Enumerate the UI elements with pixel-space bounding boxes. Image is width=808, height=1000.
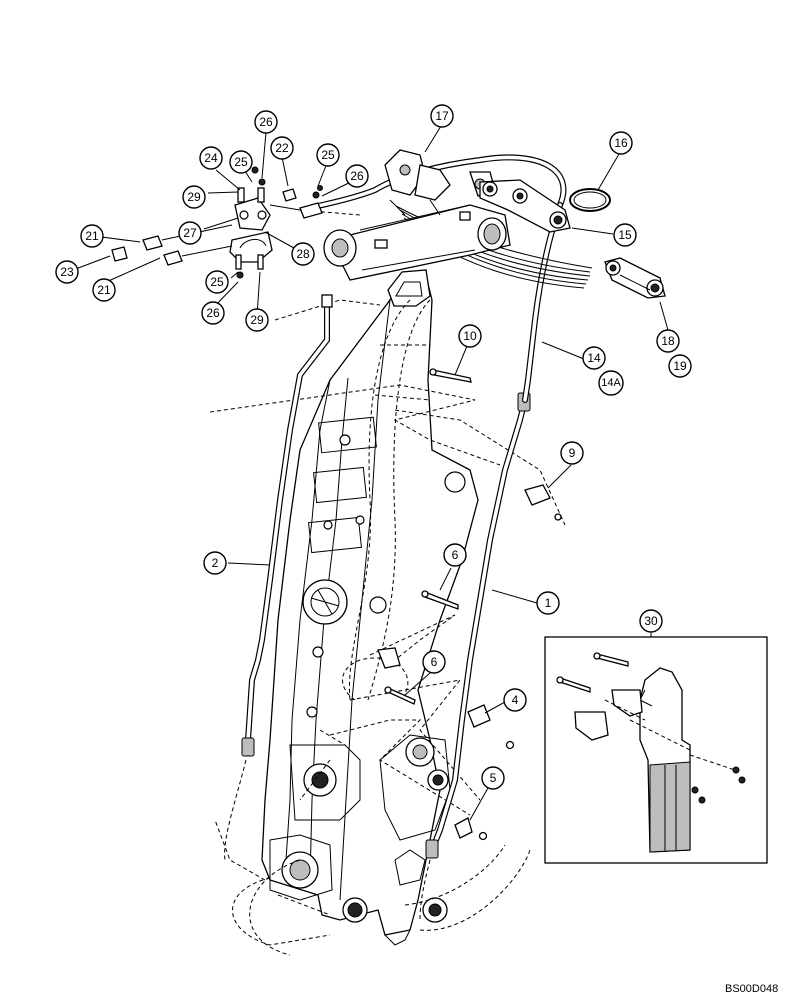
- callout-25c: 25: [205, 270, 229, 294]
- callout-19: 19: [668, 354, 692, 378]
- svg-text:17: 17: [435, 109, 449, 123]
- svg-text:24: 24: [204, 151, 218, 165]
- callout-30: 30: [639, 609, 663, 633]
- svg-text:10: 10: [463, 329, 477, 343]
- hydraulic-tube-2: [224, 294, 333, 861]
- svg-text:16: 16: [614, 136, 628, 150]
- callout-2: 2: [203, 551, 227, 575]
- callout-18: 18: [656, 329, 680, 353]
- svg-text:9: 9: [569, 446, 576, 460]
- callout-5: 5: [481, 766, 505, 790]
- cap-23: [111, 246, 128, 262]
- callout-27: 27: [178, 221, 202, 245]
- dipper-arm: [261, 269, 479, 946]
- svg-text:19: 19: [673, 359, 687, 373]
- callout-26c: 26: [201, 301, 225, 325]
- callout-22: 22: [270, 136, 294, 160]
- callout-16: 16: [609, 131, 633, 155]
- document-id: BS00D048: [725, 983, 779, 995]
- callout-26a: 26: [254, 110, 278, 134]
- svg-text:27: 27: [183, 226, 197, 240]
- svg-text:30: 30: [644, 614, 658, 628]
- svg-text:26: 26: [350, 169, 364, 183]
- phantom-linkage: [214, 299, 531, 956]
- callout-23: 23: [55, 260, 79, 284]
- adapter-21: [142, 224, 233, 266]
- callout-1: 1: [536, 591, 560, 615]
- svg-text:25: 25: [210, 275, 224, 289]
- clamp-assembly: [229, 166, 323, 279]
- callout-26b: 26: [345, 164, 369, 188]
- callout-25a: 25: [229, 150, 253, 174]
- svg-text:21: 21: [85, 229, 99, 243]
- callout-10: 10: [458, 324, 482, 348]
- svg-text:4: 4: [512, 693, 519, 707]
- svg-text:25: 25: [321, 148, 335, 162]
- callout-17: 17: [430, 104, 454, 128]
- svg-text:29: 29: [187, 190, 201, 204]
- link-15: [479, 179, 571, 233]
- svg-text:14A: 14A: [601, 377, 621, 389]
- callout-29b: 29: [245, 308, 269, 332]
- callout-4: 4: [503, 688, 527, 712]
- callout-14: 14: [582, 346, 606, 370]
- callout-14a: 14A: [598, 370, 624, 396]
- callout-9: 9: [560, 441, 584, 465]
- svg-text:23: 23: [60, 265, 74, 279]
- callout-28: 28: [291, 242, 315, 266]
- fasteners: [377, 368, 562, 841]
- svg-text:21: 21: [97, 283, 111, 297]
- svg-text:26: 26: [259, 115, 273, 129]
- svg-text:1: 1: [545, 596, 552, 610]
- svg-text:5: 5: [490, 771, 497, 785]
- detail-inset-30: [544, 636, 768, 864]
- svg-text:28: 28: [296, 247, 310, 261]
- callout-21a: 21: [80, 224, 104, 248]
- callout-6b: 6: [422, 650, 446, 674]
- upper-cylinder-end: [323, 204, 511, 281]
- svg-text:6: 6: [431, 655, 438, 669]
- svg-text:14: 14: [587, 351, 601, 365]
- svg-text:18: 18: [661, 334, 675, 348]
- svg-text:15: 15: [618, 228, 632, 242]
- svg-text:29: 29: [250, 313, 264, 327]
- callout-24: 24: [199, 146, 223, 170]
- svg-text:6: 6: [452, 548, 459, 562]
- tube-fitting: [241, 737, 255, 757]
- callout-29a: 29: [182, 185, 206, 209]
- callout-15: 15: [613, 223, 637, 247]
- callout-21b: 21: [92, 278, 116, 302]
- svg-text:22: 22: [275, 141, 289, 155]
- callout-25b: 25: [316, 143, 340, 167]
- link-18: [604, 257, 666, 299]
- callout-6a: 6: [443, 543, 467, 567]
- svg-text:25: 25: [234, 155, 248, 169]
- o-ring-16: [569, 188, 611, 212]
- svg-text:2: 2: [212, 556, 219, 570]
- svg-text:26: 26: [206, 306, 220, 320]
